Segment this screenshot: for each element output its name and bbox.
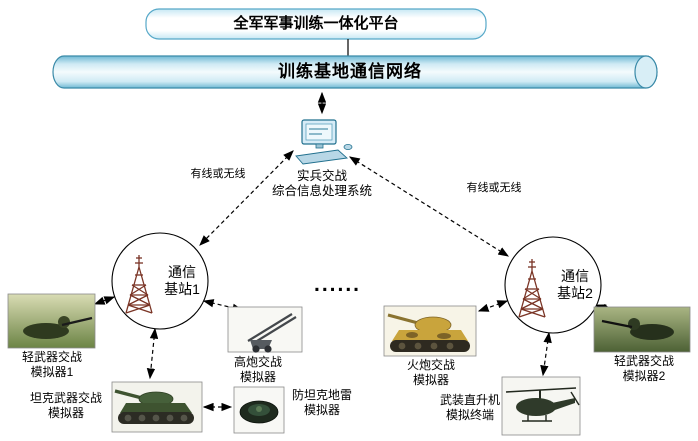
connector-layer — [93, 91, 614, 412]
tower-icon — [125, 254, 153, 314]
light-weapon-1-photo — [7, 293, 96, 349]
processor-label: 实兵交战 综合信息处理系统 — [242, 169, 402, 200]
link-station2-to-light-weapon-2 — [594, 303, 614, 313]
anti-aircraft-gun-photo — [227, 306, 303, 353]
label-line: 轻武器交战 — [21, 350, 82, 364]
station1-label: 通信 基站1 — [156, 264, 208, 298]
label-line: 模拟终端 — [445, 408, 494, 422]
label-line: 模拟器 — [47, 406, 84, 420]
tank-weapon-label: 坦克武器交战 模拟器 — [20, 391, 112, 421]
stations-ellipsis: ...... — [314, 273, 362, 296]
aa-gun-label: 高炮交战 模拟器 — [214, 355, 302, 385]
station2-label-line2: 基站2 — [557, 285, 593, 301]
label-line: 模拟器 — [303, 403, 340, 417]
label-line: 高炮交战 — [233, 355, 282, 369]
computer-icon — [295, 119, 353, 165]
tower-icon — [518, 258, 546, 318]
link-station1-to-light-weapon-1 — [93, 296, 116, 305]
label-line: 模拟器 — [239, 370, 276, 384]
label-line: 模拟器 — [412, 373, 449, 387]
helicopter-label: 武装直升机 模拟终端 — [433, 393, 507, 423]
link-station2-to-helicopter — [540, 331, 552, 377]
link-station1-to-tank — [146, 327, 159, 380]
label-line: 坦克武器交战 — [29, 391, 102, 405]
tank-photo — [111, 381, 203, 433]
anti-tank-mine-photo — [233, 386, 285, 434]
link-label-left: 有线或无线 — [190, 168, 246, 180]
station1-label-line1: 通信 — [168, 264, 196, 280]
station2-label-line1: 通信 — [561, 268, 589, 284]
link-station2-to-artillery — [477, 300, 509, 312]
light-weapon-2-photo — [593, 306, 691, 353]
station1-label-line2: 基站1 — [164, 281, 200, 297]
artillery-label: 火炮交战 模拟器 — [391, 358, 471, 388]
light-weapon-1-label: 轻武器交战 模拟器1 — [6, 350, 98, 380]
light-weapon-2-label: 轻武器交战 模拟器2 — [598, 354, 690, 384]
processor-label-line2: 综合信息处理系统 — [271, 184, 372, 199]
label-line: 防坦克地雷 — [291, 388, 352, 402]
anti-tank-mine-label: 防坦克地雷 模拟器 — [284, 388, 360, 418]
link-label-right: 有线或无线 — [466, 182, 522, 194]
platform-title: 全军军事训练一体化平台 — [233, 14, 399, 32]
link-station1-to-aa-gun — [202, 299, 244, 312]
helicopter-photo — [501, 376, 581, 436]
label-line: 火炮交战 — [406, 358, 455, 372]
artillery-tank-photo — [383, 305, 477, 357]
station2-label: 通信 基站2 — [549, 268, 601, 302]
label-line: 武装直升机 — [439, 393, 500, 407]
label-line: 模拟器1 — [30, 365, 74, 379]
network-title: 训练基地通信网络 — [278, 61, 422, 81]
label-line: 模拟器2 — [622, 369, 666, 383]
processor-label-line1: 实兵交战 — [296, 169, 347, 183]
label-line: 轻武器交战 — [613, 354, 674, 368]
